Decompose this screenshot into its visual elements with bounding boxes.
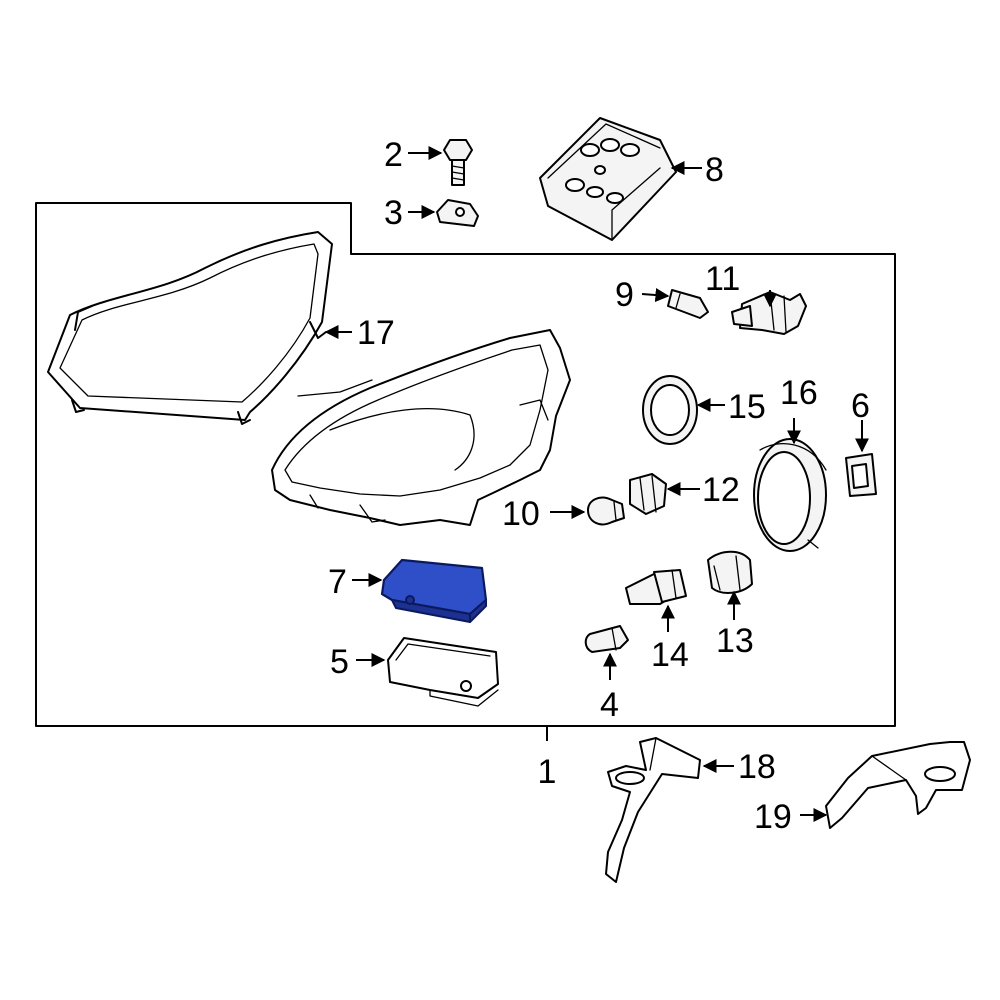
label-18: 18 bbox=[738, 748, 776, 786]
part-16-access-cover[interactable] bbox=[753, 438, 827, 552]
part-14-fog-bulb[interactable] bbox=[625, 569, 687, 605]
part-12-bulb-socket[interactable] bbox=[629, 473, 667, 515]
label-16: 16 bbox=[780, 374, 818, 412]
label-17: 17 bbox=[357, 314, 395, 352]
label-12: 12 bbox=[702, 471, 740, 509]
label-4: 4 bbox=[600, 686, 619, 724]
label-11: 11 bbox=[705, 260, 740, 298]
label-15: 15 bbox=[728, 388, 766, 426]
label-7: 7 bbox=[328, 563, 347, 601]
label-8: 8 bbox=[705, 151, 724, 189]
part-5-control-module[interactable] bbox=[387, 637, 499, 707]
label-13: 13 bbox=[716, 622, 754, 660]
label-3: 3 bbox=[384, 194, 403, 232]
part-7-ballast-module[interactable] bbox=[380, 558, 488, 623]
part-2-bolt[interactable] bbox=[443, 139, 473, 186]
part-15-seal-ring[interactable] bbox=[642, 375, 698, 445]
label-5: 5 bbox=[330, 643, 349, 681]
part-6-small-clip[interactable] bbox=[845, 453, 877, 497]
label-1: 1 bbox=[538, 753, 557, 791]
part-3-bracket-clip[interactable] bbox=[436, 199, 479, 227]
assembly-outline bbox=[35, 202, 896, 727]
part-18-mounting-bracket-left[interactable] bbox=[605, 737, 701, 883]
label-19: 19 bbox=[754, 798, 792, 836]
part-17-headlight-gasket[interactable] bbox=[47, 231, 333, 425]
leader-9 bbox=[641, 288, 670, 303]
headlamp-housing bbox=[271, 329, 571, 526]
part-9-wedge-bulb[interactable] bbox=[667, 289, 709, 319]
label-14: 14 bbox=[651, 636, 689, 674]
label-9: 9 bbox=[615, 276, 634, 314]
part-11-headlight-bulb[interactable] bbox=[731, 291, 807, 335]
part-10-turn-signal-bulb[interactable] bbox=[587, 496, 625, 526]
part-13-socket-cap[interactable] bbox=[707, 550, 753, 594]
label-6: 6 bbox=[851, 387, 870, 425]
part-4-bulb-small[interactable] bbox=[584, 625, 629, 653]
label-10: 10 bbox=[502, 495, 540, 533]
part-19-mounting-bracket-right[interactable] bbox=[825, 741, 971, 829]
label-2: 2 bbox=[384, 136, 403, 174]
part-8-connector-housing[interactable] bbox=[539, 117, 677, 241]
